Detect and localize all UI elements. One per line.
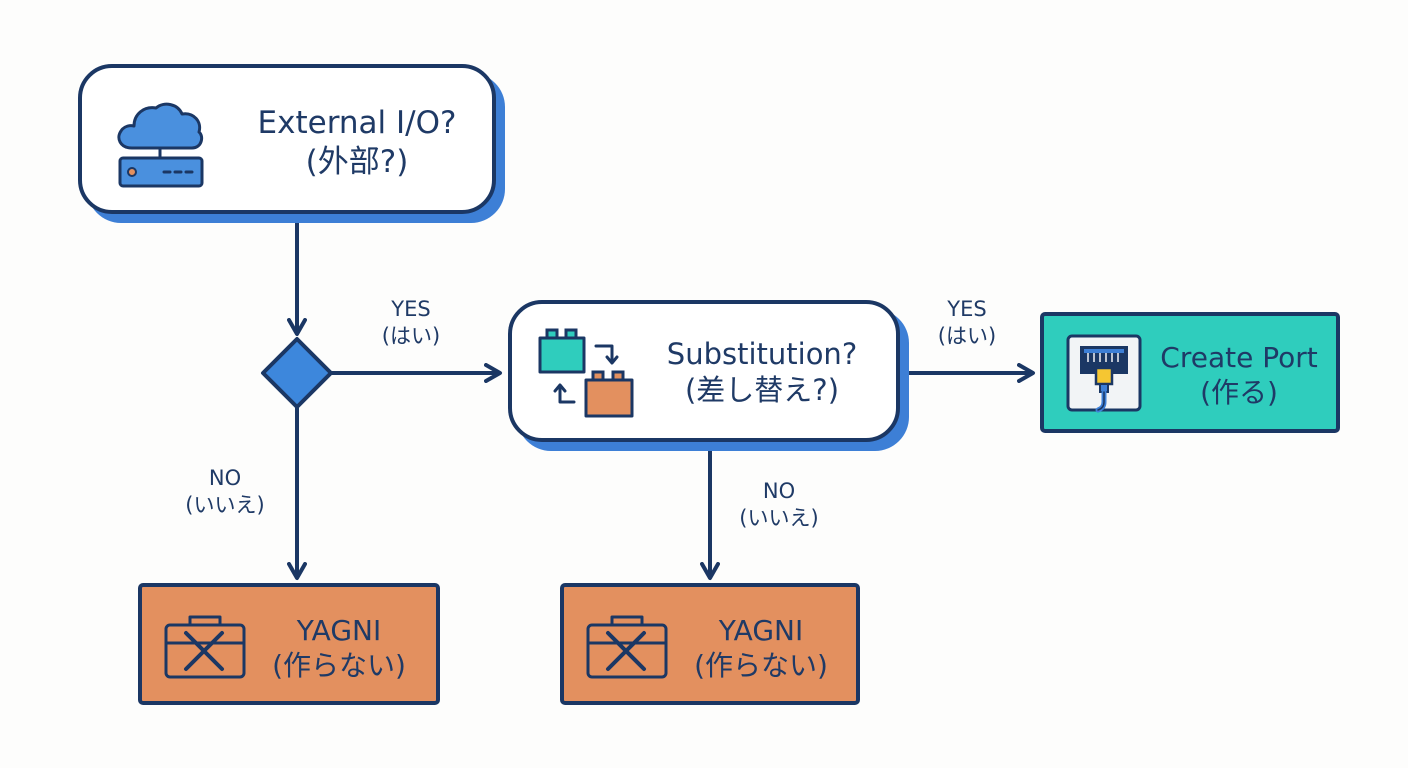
yagni-node-right: YAGNI (作らない) [560,583,860,705]
no-label-2-text: NO [762,479,796,503]
no-label-2-sub: (いいえ) [739,506,819,531]
external-io-node: External I/O? (外部?) [78,64,496,214]
yes-label-1: YES (はい) [356,296,466,351]
yagni-node-left: YAGNI (作らない) [138,583,440,705]
substitution-title: Substitution? [666,337,858,371]
no-label-1: NO (いいえ) [160,465,290,520]
swap-blocks-icon [538,328,634,418]
external-io-title: External I/O? [257,105,457,141]
external-io-subtitle: (外部?) [305,143,409,180]
yes-label-2-sub: (はい) [937,324,997,349]
substitution-node: Substitution? (差し替え?) [508,300,900,442]
create-port-subtitle: (作る) [1200,376,1278,409]
create-port-title: Create Port [1160,341,1318,374]
crossed-toolbox-icon [586,615,668,679]
decision-diamond [261,337,333,409]
yes-label-1-sub: (はい) [381,324,441,349]
substitution-subtitle: (差し替え?) [684,373,840,408]
yagni-right-subtitle: (作らない) [694,649,828,682]
cloud-server-icon [117,102,204,188]
yes-label-1-text: YES [391,297,431,321]
yagni-left-subtitle: (作らない) [272,649,406,682]
no-label-2: NO (いいえ) [714,478,844,533]
yagni-left-title: YAGNI [296,614,382,647]
no-label-1-sub: (いいえ) [185,493,265,518]
yagni-right-title: YAGNI [718,614,804,647]
yes-label-2-text: YES [947,297,987,321]
crossed-toolbox-icon [164,615,246,679]
create-port-node: Create Port (作る) [1040,312,1340,433]
no-label-1-text: NO [208,466,242,490]
yes-label-2: YES (はい) [912,296,1022,351]
ethernet-port-icon [1066,334,1142,413]
